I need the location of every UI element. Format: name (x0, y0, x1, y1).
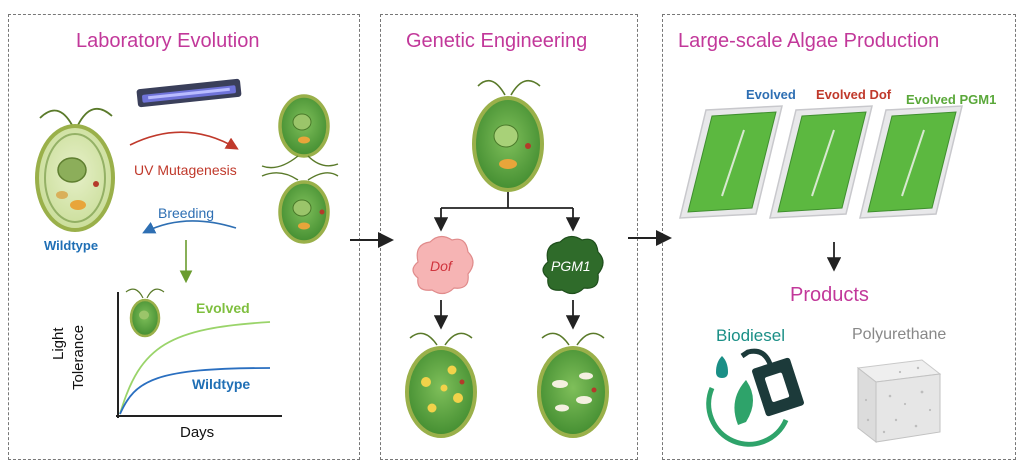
label-uv-mutagenesis: UV Mutagenesis (134, 162, 237, 178)
dof-gene-blob (412, 235, 474, 295)
wildtype-curve (119, 367, 271, 415)
dof-alga-icon (405, 332, 477, 438)
raceway-pond-evolved-dof (769, 105, 873, 219)
label-polyurethane: Polyurethane (852, 326, 947, 343)
biodiesel-icon (706, 348, 804, 447)
title-laboratory-evolution: Laboratory Evolution (76, 30, 260, 52)
breeding-arrow (142, 220, 237, 234)
label-wildtype-cell: Wildtype (44, 238, 99, 253)
title-genetic-engineering: Genetic Engineering (406, 30, 588, 52)
label-evolved-pgm1-pond: Evolved PGM1 (906, 92, 997, 107)
chart-label-evolved: Evolved (196, 300, 250, 316)
pgm1-alga-icon (537, 332, 609, 438)
title-algae-production: Large-scale Algae Production (678, 30, 940, 52)
label-biodiesel: Biodiesel (716, 326, 785, 345)
evolved-alga-icon (125, 288, 165, 338)
parent-alga-icon (472, 79, 544, 192)
chart-ylabel-line1: Light (50, 327, 67, 360)
mutant-algae-icon (261, 94, 339, 244)
label-pgm1: PGM1 (551, 258, 591, 274)
branch-lines (433, 192, 581, 232)
panel-algae-production (662, 14, 1016, 460)
label-evolved-dof-pond: Evolved Dof (816, 87, 892, 102)
uv-mutagenesis-arrow (129, 131, 239, 150)
uv-lamp-icon (136, 78, 242, 108)
chart-label-wildtype: Wildtype (192, 376, 251, 392)
chart-ylabel-line2: Tolerance (70, 324, 87, 390)
label-breeding: Breeding (158, 205, 215, 221)
label-dof: Dof (430, 258, 452, 274)
light-tolerance-chart (116, 288, 282, 418)
raceway-pond-evolved-pgm1 (859, 105, 963, 219)
wildtype-alga-icon (35, 107, 115, 232)
evolved-curve (119, 321, 271, 415)
raceway-pond-evolved (679, 105, 783, 219)
chart-xlabel: Days (180, 424, 215, 441)
pgm1-gene-blob (542, 235, 604, 295)
label-evolved-pond: Evolved (746, 87, 796, 102)
label-products: Products (790, 284, 869, 306)
polyurethane-icon (856, 359, 942, 444)
